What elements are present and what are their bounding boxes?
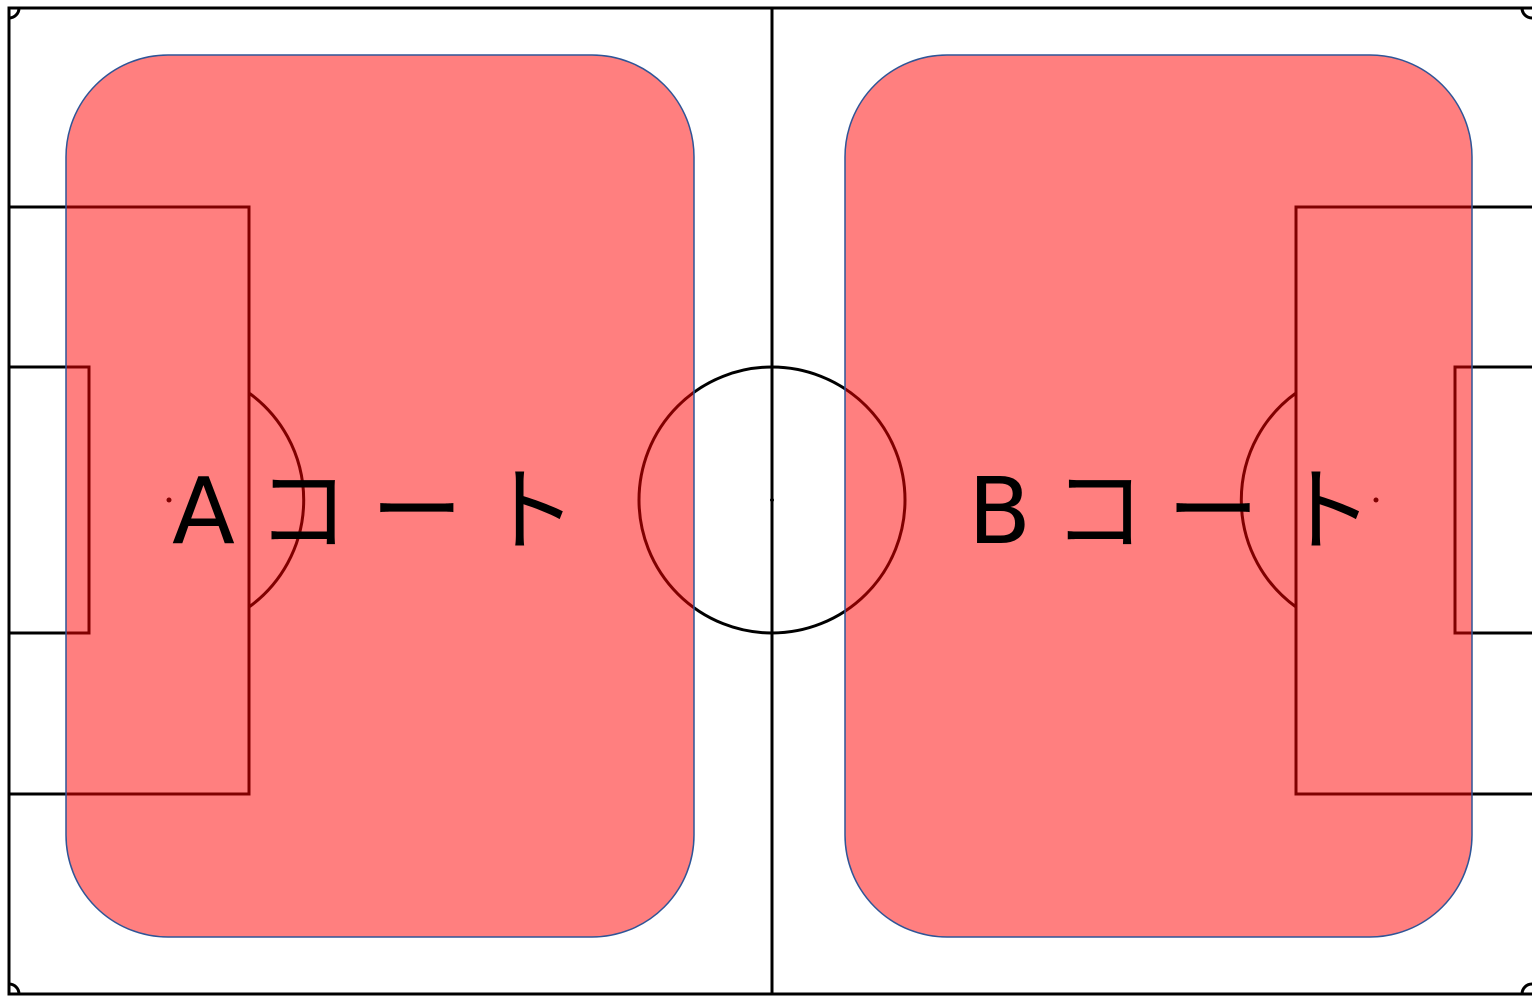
court-a-area — [65, 54, 695, 938]
court-b-label: Bコート — [968, 458, 1395, 565]
field-boundary — [7, 6, 1532, 996]
court-b-area — [844, 54, 1473, 938]
court-a: Aコート — [65, 54, 695, 938]
corner-arc-top-right — [1520, 7, 1532, 20]
corner-arc-bottom-left — [8, 982, 21, 995]
corner-arc-top-left — [8, 7, 21, 20]
court-a-label: Aコート — [172, 458, 599, 565]
center-spot — [770, 498, 774, 502]
corner-arc-bottom-right — [1520, 982, 1532, 995]
court-b: Bコート — [844, 54, 1473, 938]
